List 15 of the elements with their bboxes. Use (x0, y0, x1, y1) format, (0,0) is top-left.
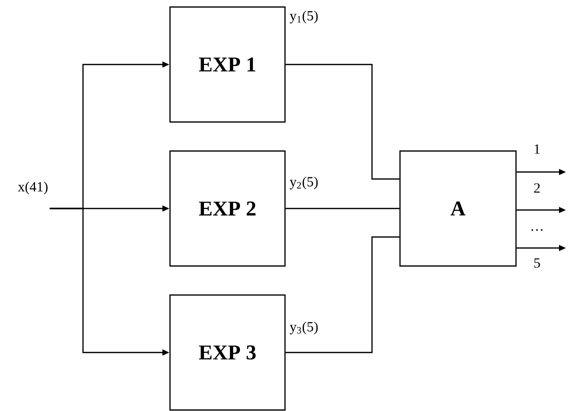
edge-label: y$_{3}$(5) (288, 320, 320, 336)
edge-label: y$_{1}$(5) (288, 10, 320, 24)
connector-line (286, 236, 400, 354)
block-box: EXP 3 (169, 294, 286, 411)
block-box: EXP 2 (169, 150, 286, 267)
block-box: A (399, 150, 517, 267)
block-box: EXP 1 (169, 6, 286, 123)
edge-label: 5 (532, 257, 542, 269)
edge-label: 1 (532, 143, 542, 155)
ellipsis-label: … (532, 229, 543, 231)
connector-line (286, 64, 400, 180)
edge-label: y$_{2}$(5) (288, 176, 320, 190)
connector-line (286, 208, 400, 210)
input-label: x(41) (18, 182, 48, 194)
edge-label: 2 (532, 182, 542, 194)
